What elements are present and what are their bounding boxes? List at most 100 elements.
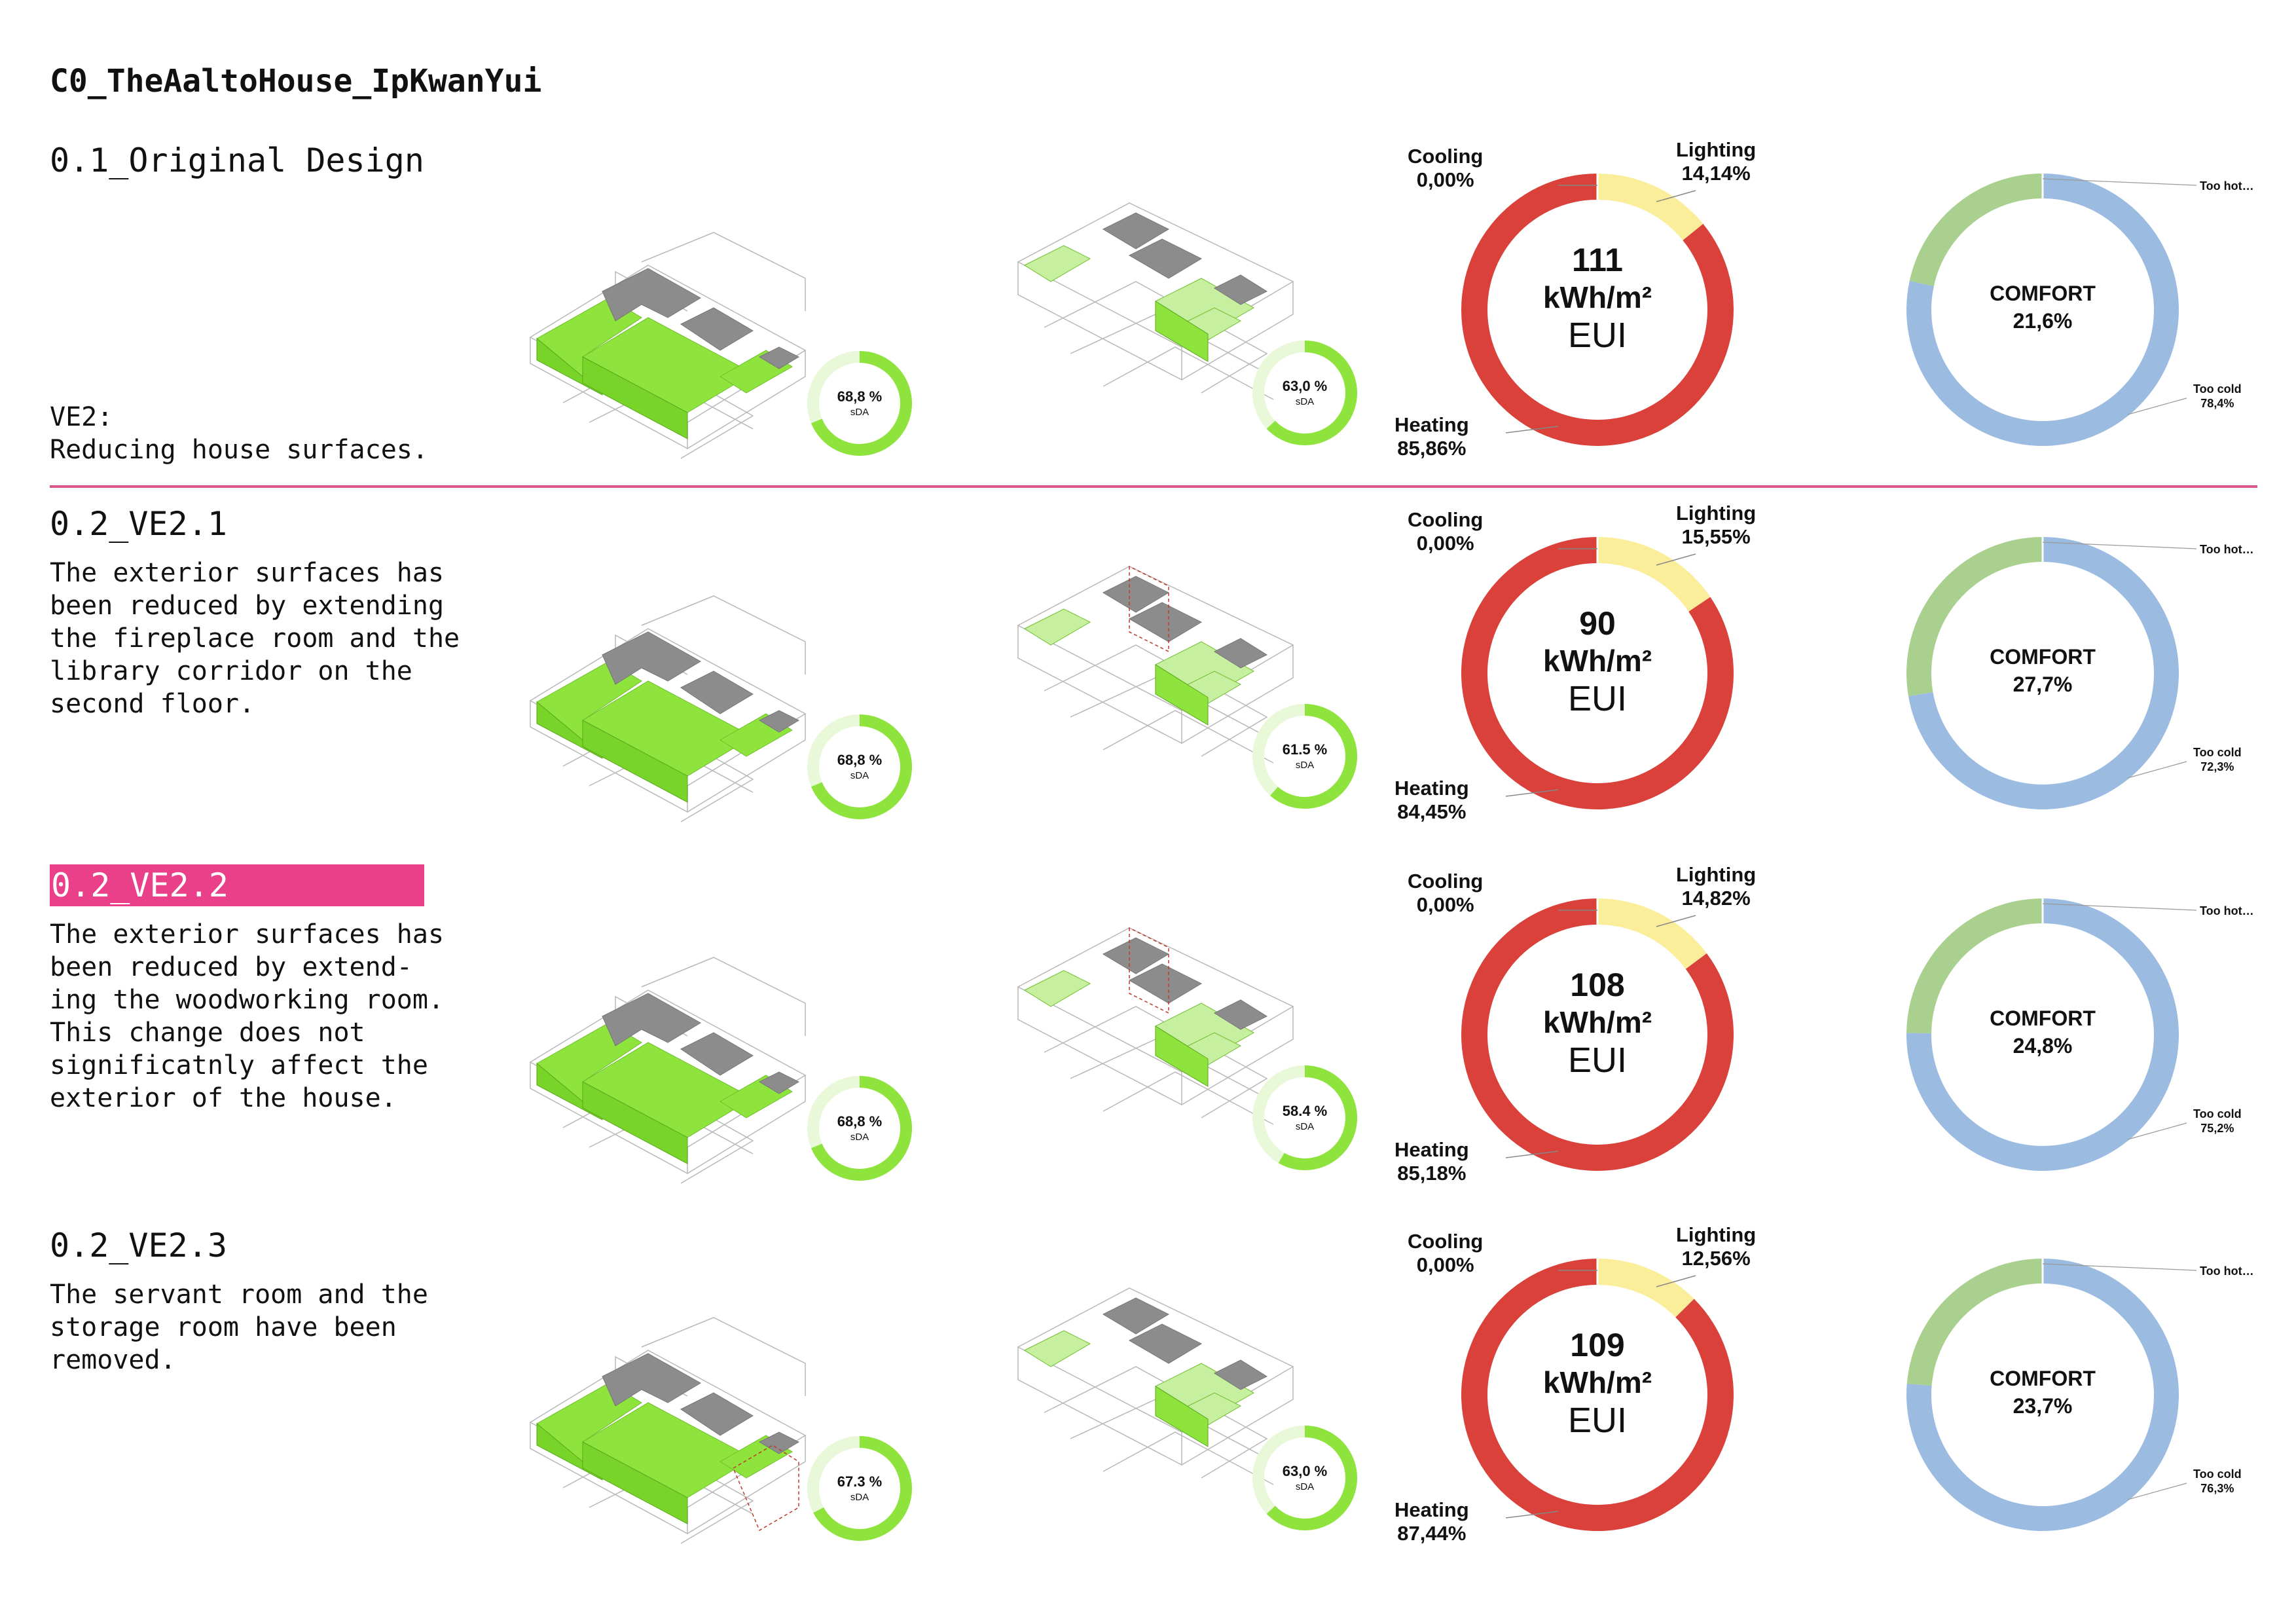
description-line: library corridor on the xyxy=(50,656,412,686)
eui-cooling-name: Cooling xyxy=(1408,508,1484,531)
comfort-pct: 24,8% xyxy=(2013,1034,2073,1058)
too-cold-name: Too cold xyxy=(2193,382,2242,396)
sda-ring xyxy=(1252,704,1358,809)
description-line: been reduced by extend- xyxy=(50,952,412,982)
eui-leader-line xyxy=(1656,1275,1696,1287)
eui-heating-pct: 85,18% xyxy=(1397,1162,1467,1185)
sda-value-label: 63,0 % xyxy=(1282,378,1328,394)
eui-lighting-name: Lighting xyxy=(1676,863,1757,886)
eui-leader-line xyxy=(1656,553,1696,566)
sda-unit-label: sDA xyxy=(1295,760,1315,771)
eui-heating-pct: 84,45% xyxy=(1397,800,1467,823)
eui-metric: EUI xyxy=(1567,679,1628,718)
eui-heating-name: Heating xyxy=(1394,1498,1469,1521)
description-line: The exterior surfaces has xyxy=(50,558,445,588)
comfort-donut-svg xyxy=(1906,1259,2197,1531)
eui-lighting-slice xyxy=(1597,537,1711,612)
too-hot-leader-line xyxy=(2042,1263,2197,1271)
eui-leader-line xyxy=(1505,789,1559,797)
description-line: exterior of the house. xyxy=(50,1083,397,1113)
eui-unit: kWh/m² xyxy=(1542,644,1652,678)
eui-donut-svg xyxy=(1461,1259,1734,1531)
eui-metric: EUI xyxy=(1567,316,1628,355)
eui-leader-line xyxy=(1505,426,1559,434)
comfort-name: COMFORT xyxy=(1990,645,2096,669)
comfort-name: COMFORT xyxy=(1990,282,2096,305)
axonometric-drawing xyxy=(529,232,807,459)
eui-unit: kWh/m² xyxy=(1542,1005,1652,1039)
axonometric-drawing xyxy=(529,595,807,822)
too-cold-leader-line xyxy=(2127,1483,2187,1500)
too-cold-pct: 76,3% xyxy=(2200,1482,2234,1495)
eui-value: 108 xyxy=(1570,967,1625,1003)
eui-heating-name: Heating xyxy=(1394,413,1469,436)
comfort-name: COMFORT xyxy=(1990,1006,2096,1030)
eui-cooling-name: Cooling xyxy=(1408,145,1484,168)
sda-unit-label: sDA xyxy=(850,407,869,418)
eui-value: 111 xyxy=(1572,242,1623,278)
description-line: The exterior surfaces has xyxy=(50,919,445,950)
description-line: ing the woodworking room. xyxy=(50,985,445,1015)
sda-gauge: 68,8 % sDA xyxy=(804,348,915,459)
eui-metric: EUI xyxy=(1567,1401,1628,1440)
eui-heating-pct: 85,86% xyxy=(1397,437,1467,460)
eui-cooling-name: Cooling xyxy=(1408,870,1484,893)
row-title: 0.1_Original Design xyxy=(50,141,424,179)
eui-lighting-name: Lighting xyxy=(1676,138,1757,161)
eui-lighting-name: Lighting xyxy=(1676,1223,1757,1246)
description-line: second floor. xyxy=(50,689,255,719)
too-cold-name: Too cold xyxy=(2193,746,2242,759)
eui-heating-name: Heating xyxy=(1394,777,1469,800)
sda-gauge: 68,8 %sDA xyxy=(804,711,915,822)
sda-value-label: 61.5 % xyxy=(1282,741,1328,758)
eui-lighting-pct: 14,14% xyxy=(1681,162,1751,185)
axonometric-drawing xyxy=(529,957,807,1184)
comfort-slice xyxy=(1906,1259,2043,1386)
too-cold-name: Too cold xyxy=(2193,1107,2242,1120)
eui-cooling-pct: 0,00% xyxy=(1416,168,1474,191)
sda-ring xyxy=(1252,1426,1358,1530)
sda-value-arc xyxy=(1270,704,1357,809)
page-title: C0_TheAaltoHouse_IpKwanYui xyxy=(50,63,542,100)
comfort-donut-svg xyxy=(1906,537,2197,809)
sda-value-label: 68,8 % xyxy=(837,388,883,405)
eui-cooling-pct: 0,00% xyxy=(1416,532,1474,555)
eui-donut-svg xyxy=(1461,537,1734,809)
sda-gauge: 63,0 %sDA xyxy=(1249,1422,1360,1534)
comfort-pct: 23,7% xyxy=(2013,1394,2073,1418)
sda-unit-label: sDA xyxy=(1295,1121,1315,1132)
axonometric-drawing xyxy=(1017,565,1294,764)
description-line: The servant room and the xyxy=(50,1280,428,1310)
too-hot-label: Too hot… xyxy=(2200,1264,2254,1278)
too-cold-leader-line xyxy=(2127,761,2187,779)
eui-lighting-name: Lighting xyxy=(1676,502,1757,525)
eui-lighting-slice xyxy=(1597,1259,1694,1318)
sda-value-arc xyxy=(1278,1065,1357,1170)
too-hot-leader-line xyxy=(2042,542,2197,549)
sda-value-label: 68,8 % xyxy=(837,1113,883,1130)
eui-donut-svg xyxy=(1461,898,1734,1171)
sda-value-arc xyxy=(1266,341,1357,445)
